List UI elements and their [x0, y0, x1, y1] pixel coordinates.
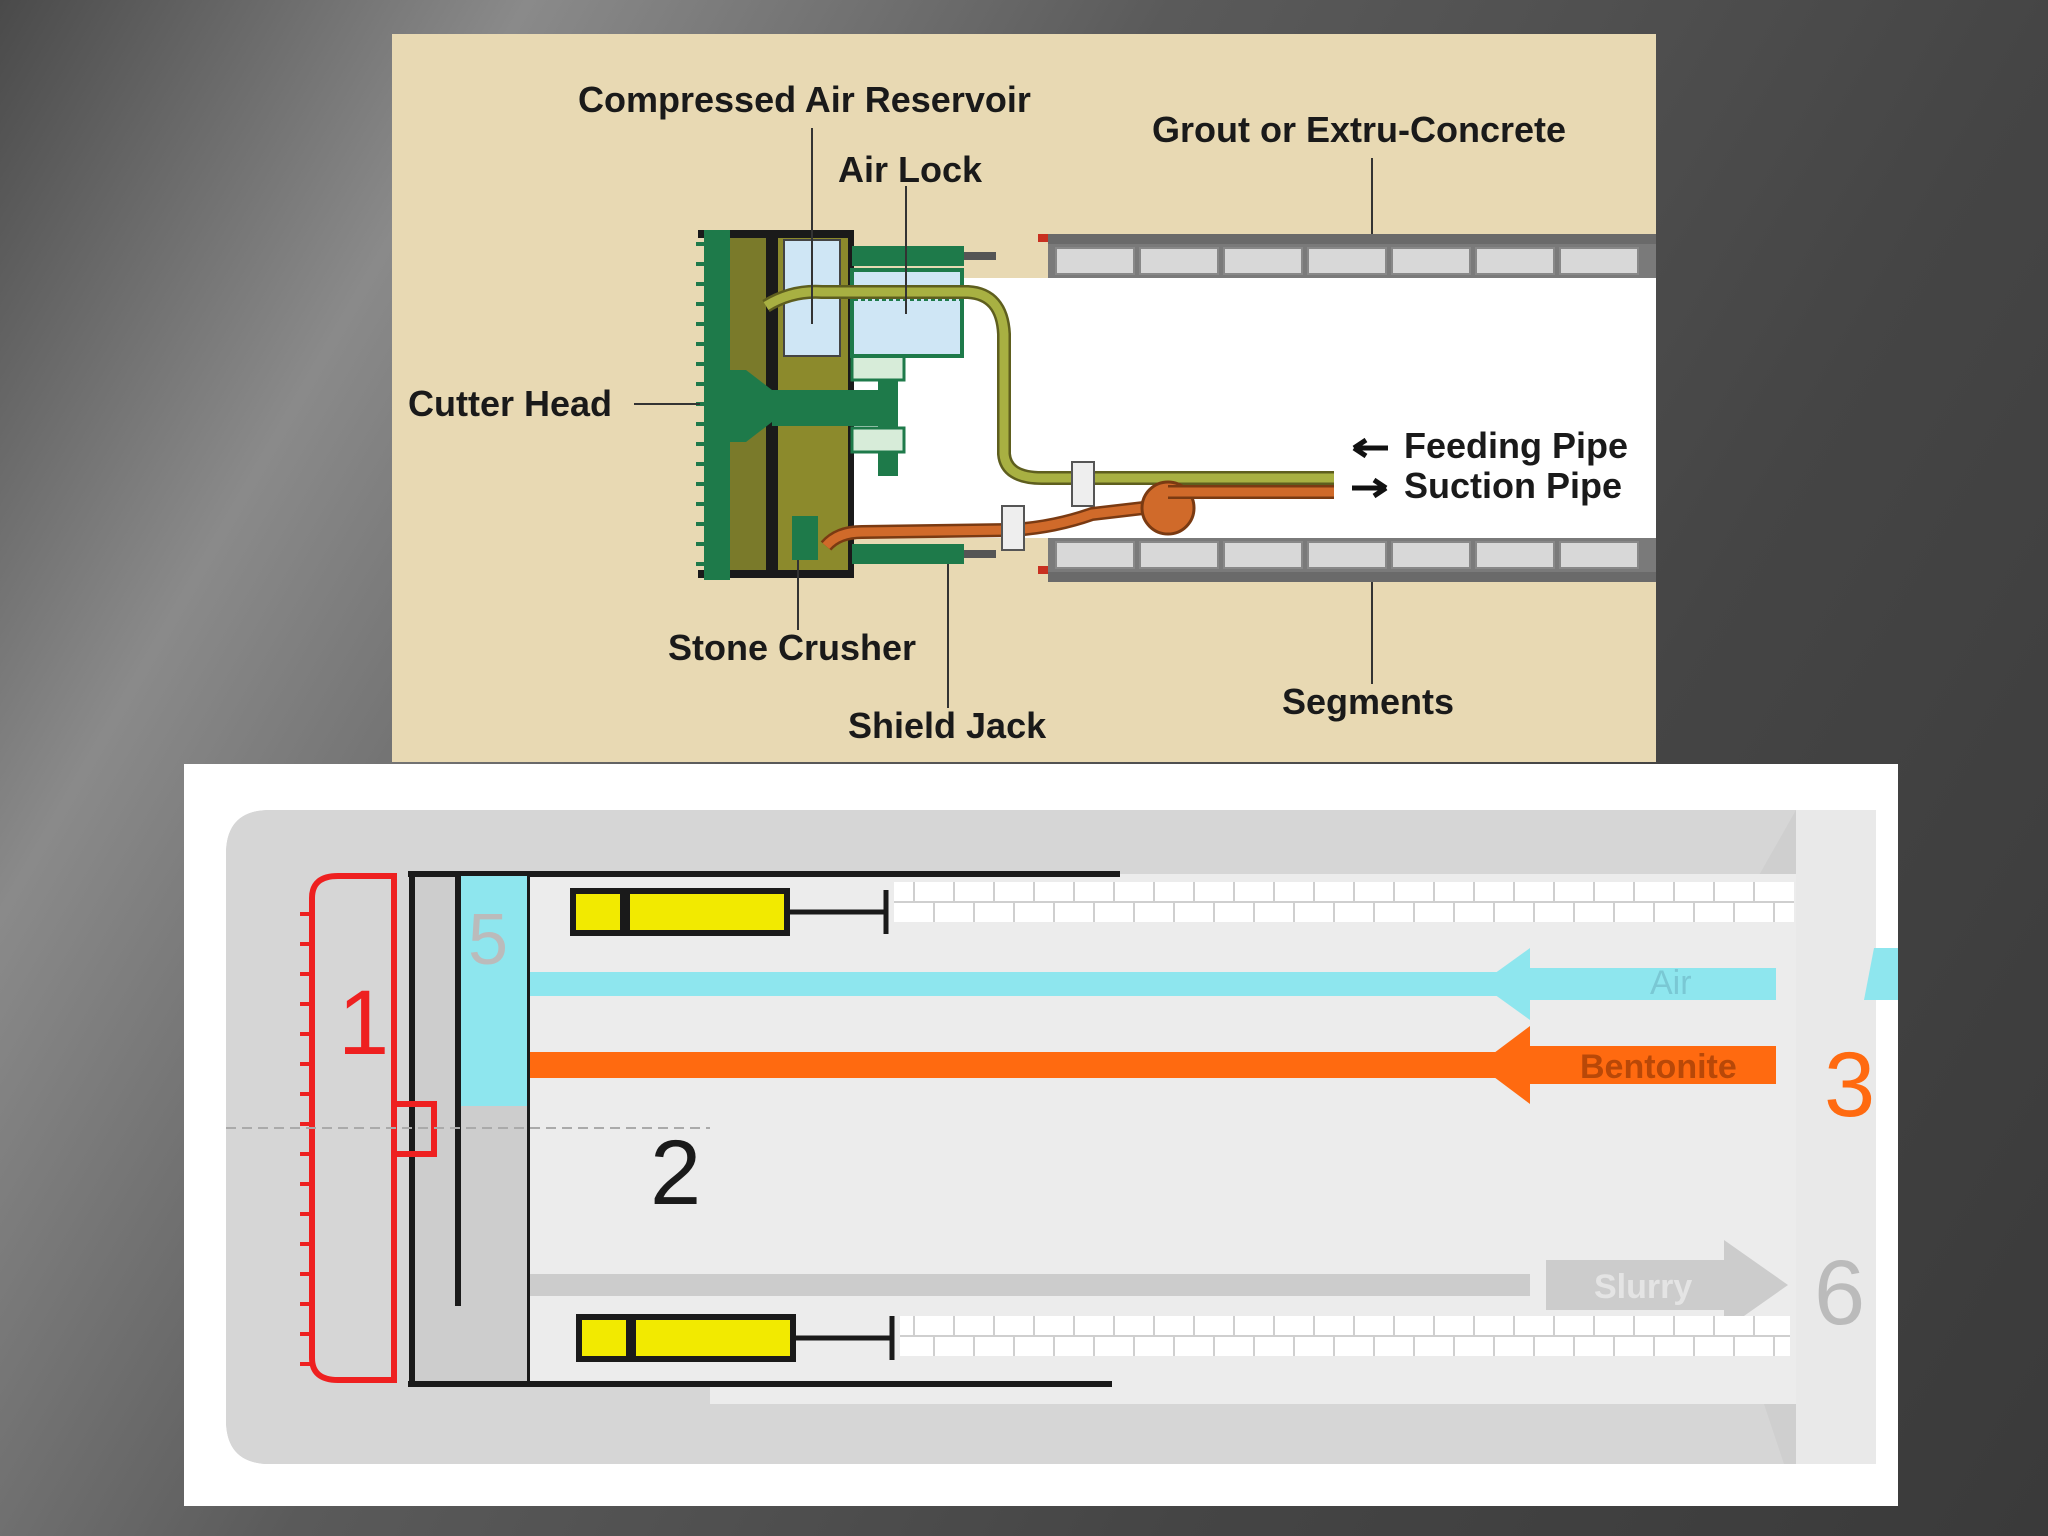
label-3: 3: [1824, 1034, 1875, 1136]
suction-valve: [1001, 505, 1025, 551]
thrust-jack-bottom: [582, 1320, 626, 1356]
label-stone-crusher: Stone Crusher: [668, 627, 916, 668]
label-suction-pipe: Suction Pipe: [1404, 465, 1622, 506]
label-bentonite: Bentonite: [1580, 1048, 1737, 1086]
drive-motor: [878, 370, 898, 476]
motor-clamp-top: [850, 354, 906, 382]
label-2: 2: [650, 1122, 701, 1224]
label-6: 6: [1814, 1242, 1865, 1344]
label-segments: Segments: [1282, 681, 1454, 722]
slurry-shield-svg: Compressed Air Reservoir Air Lock Grout …: [408, 79, 1656, 746]
cutter-teeth: [300, 912, 312, 1366]
label-feeding-pipe: Feeding Pipe: [1404, 425, 1628, 466]
label-slurry: Slurry: [1594, 1268, 1692, 1306]
cutter-wheel: [309, 873, 397, 1383]
slurry-pipe: [530, 1274, 1530, 1296]
hydroshield-svg: 1 2 3 5 6 Air Bentonite Slurry: [226, 810, 1898, 1464]
label-compressed-air-reservoir: Compressed Air Reservoir: [578, 79, 1031, 120]
label-air-lock: Air Lock: [838, 149, 983, 190]
stone-crusher: [792, 516, 818, 560]
label-1: 1: [338, 972, 389, 1074]
hydroshield-schematic: 1 2 3 5 6 Air Bentonite Slurry: [184, 764, 1898, 1506]
bentonite-pipe: [530, 1052, 1530, 1078]
air-bubble-chamber: [460, 876, 528, 1106]
air-arrow: [1480, 948, 1776, 1020]
segments-bottom: [900, 1316, 1790, 1356]
suction-arrow-icon: [1352, 477, 1388, 499]
segments-bottom: [1055, 541, 1639, 569]
label-cutter-head: Cutter Head: [408, 383, 612, 424]
shield-skin-bottom: [698, 570, 854, 578]
air-pipe: [530, 972, 1530, 996]
label-5: 5: [468, 900, 508, 980]
segments-top: [894, 882, 1794, 922]
lining-top: [1048, 234, 1656, 244]
feeding-pipe: [763, 287, 1334, 483]
lining-bottom: [1048, 572, 1656, 582]
feeding-arrow-icon: [1352, 437, 1388, 459]
tunnel-bore: [710, 874, 1796, 1404]
label-air: Air: [1650, 964, 1692, 1002]
shield-jack-bottom: [852, 544, 964, 564]
drive-shaft: [772, 390, 892, 426]
motor-clamp-bottom: [850, 426, 906, 454]
feeding-valve: [1071, 461, 1095, 507]
label-grout: Grout or Extru-Concrete: [1152, 109, 1566, 150]
label-shield-jack: Shield Jack: [848, 705, 1047, 746]
thrust-jack-top: [576, 894, 620, 930]
shield-skin-top: [698, 230, 854, 238]
cutter-hub: [710, 370, 746, 442]
segments-top: [1055, 247, 1639, 275]
slurry-shield-diagram: Compressed Air Reservoir Air Lock Grout …: [392, 34, 1656, 762]
slurry-arrow: [1546, 1240, 1788, 1330]
hub-cone: [746, 370, 772, 442]
shield-jack-top: [852, 246, 964, 266]
bentonite-arrow: [1478, 1026, 1776, 1104]
